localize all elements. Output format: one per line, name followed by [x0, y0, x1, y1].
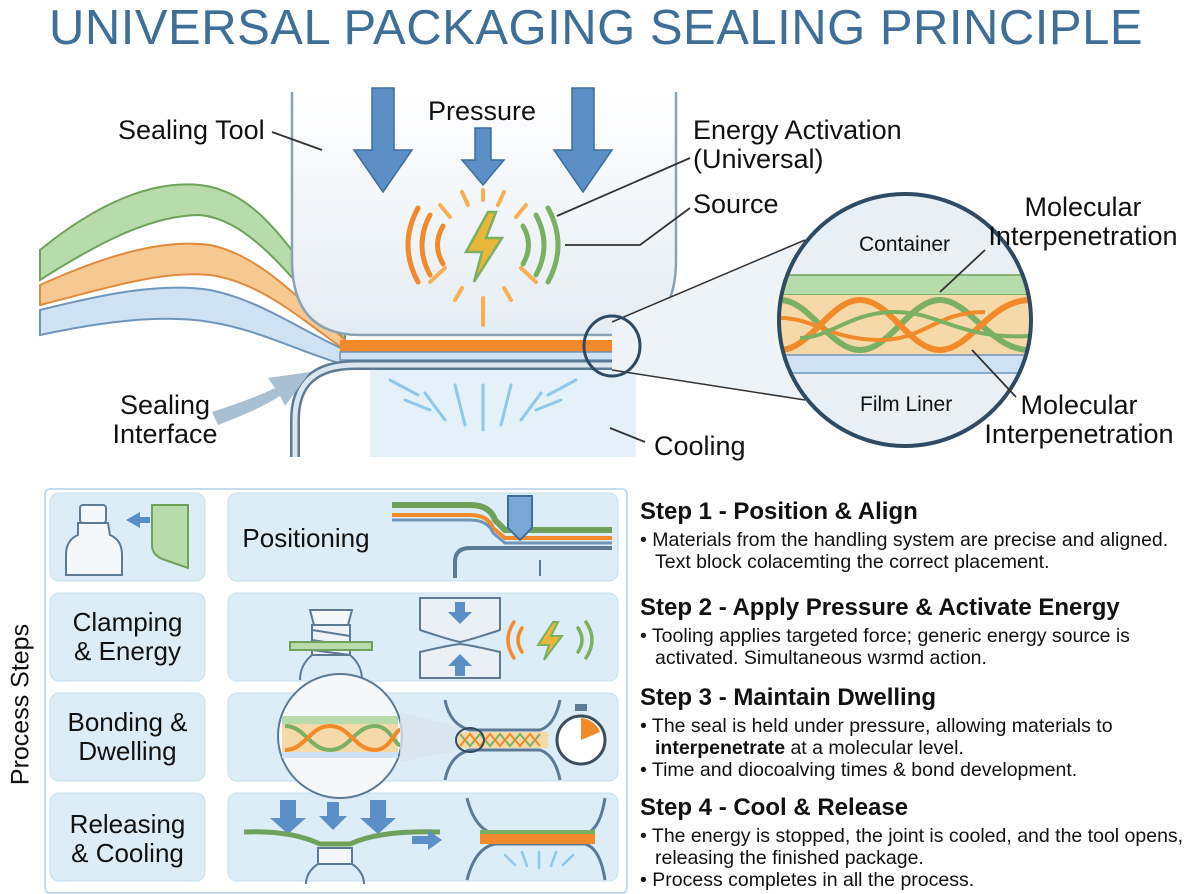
step-1-bullet: • Materials from the handling system are… — [640, 529, 1169, 573]
process-steps-frame — [44, 488, 628, 894]
energy-activation-label: Energy Activation (Universal) — [693, 116, 902, 174]
pressure-label: Pressure — [428, 96, 537, 126]
step-4-bullet-1-text: The energy is stopped, the joint is cool… — [651, 825, 1184, 869]
row-4-title-line1: Releasing — [69, 809, 186, 839]
step-3-body: • The seal is held under pressure, allow… — [640, 715, 1188, 781]
row-2-title-line1: Clamping — [72, 607, 183, 637]
step-4-heading: Step 4 - Cool & Release — [640, 794, 909, 821]
step-2-bullet: • Tooling applies targeted force; generi… — [640, 625, 1130, 669]
film-sheet-icon — [151, 504, 189, 570]
source-label: Source — [693, 189, 779, 219]
step-4-bullet-2: • Process completes in all the process. — [640, 869, 975, 891]
bottle-icon — [65, 504, 123, 576]
row-2-title: Clamping & Energy — [55, 608, 200, 666]
step-3-bullet-1-pre: The seal is held under pressure, allowin… — [651, 715, 1113, 737]
bottle-neck-icon — [289, 609, 373, 681]
page-title: UNIVERSAL PACKAGING SEALING PRINCIPLE — [48, 1, 1144, 55]
leader-lines — [271, 131, 1017, 443]
step-1-body: • Materials from the handling system are… — [640, 529, 1188, 573]
energy-icon — [506, 620, 594, 661]
sealing-interface-arrow — [212, 372, 310, 425]
release-bottle-icon — [243, 829, 441, 885]
row-2-title-line2: & Energy — [74, 636, 181, 666]
energy-activation-line1: Energy Activation — [693, 115, 902, 145]
row-3-title-line1: Bonding & — [67, 707, 188, 737]
step-4-body: • The energy is stopped, the joint is co… — [640, 825, 1188, 891]
molecular-bottom-line1: Molecular — [1020, 390, 1138, 420]
step-4-bullet-2-text: Process completes in all the process. — [652, 869, 975, 891]
cooling-label: Cooling — [654, 431, 746, 461]
step-3-bullet-1: • The seal is held under pressure, allow… — [640, 715, 1113, 759]
zoom-circle — [779, 194, 1031, 446]
energy-activation-line2: (Universal) — [693, 144, 824, 174]
step-3-heading: Step 3 - Maintain Dwelling — [640, 684, 937, 711]
container-label: Container — [859, 233, 951, 256]
positioning-illustration — [392, 495, 612, 578]
clamp-tool-icon — [419, 597, 501, 679]
molecular-interpenetration-bottom-label: Molecular Interpenetration — [984, 391, 1174, 449]
sealing-interface-line1: Sealing — [119, 390, 211, 420]
arrow-right-icon — [412, 830, 442, 850]
process-steps-label: Process Steps — [6, 623, 35, 786]
molecular-bottom-line2: Interpenetration — [984, 419, 1174, 449]
zoom-circle-outline — [777, 192, 1033, 448]
step-3-bullet-1-bold: interpenetrate — [655, 737, 786, 759]
pressure-arrows — [352, 87, 614, 194]
step-4-bullet-1: • The energy is stopped, the joint is co… — [640, 825, 1184, 869]
molecular-interpenetration-top-label: Molecular Interpenetration — [988, 193, 1178, 251]
release-arrows-icon — [270, 800, 396, 834]
step-1-heading: Step 1 - Position & Align — [640, 498, 918, 525]
cooled-seal-icon — [465, 797, 607, 881]
step-1-bullet-text: Materials from the handling system are p… — [652, 529, 1169, 573]
row-1-title-line1: Positioning — [242, 523, 370, 553]
row-3-title-line2: Dwelling — [78, 736, 177, 766]
energy-burst — [405, 188, 561, 327]
step-3-bullet-1-post: at a molecular level. — [785, 737, 964, 759]
step-2-heading: Step 2 - Apply Pressure & Activate Energ… — [640, 594, 1120, 621]
lower-anvil — [290, 360, 720, 457]
molecular-top-line2: Interpenetration — [988, 221, 1178, 251]
sealing-interface-label: Sealing Interface — [104, 391, 226, 449]
zoom-connector — [582, 239, 806, 401]
film-liner-label: Film Liner — [860, 393, 953, 416]
molecular-top-line1: Molecular — [1024, 192, 1142, 222]
step-2-body: • Tooling applies targeted force; generi… — [640, 625, 1188, 669]
step-2-bullet-text: Tooling applies targeted force; generic … — [651, 625, 1130, 669]
step-3-bullet-2: • Time and diocoalving times & bond deve… — [640, 759, 1078, 781]
row-3-title: Bonding & Dwelling — [55, 708, 200, 766]
sealing-interface-line2: Interface — [112, 419, 218, 449]
sealing-tool-label: Sealing Tool — [118, 115, 265, 145]
arrow-left-icon — [126, 512, 150, 528]
row-4-title-line2: & Cooling — [71, 838, 184, 868]
bonding-zoom-icon — [277, 673, 562, 799]
row-4-title: Releasing & Cooling — [55, 810, 200, 868]
step-3-bullet-2-text: Time and diocoalving times & bond develo… — [651, 759, 1078, 781]
row-1-title: Positioning — [236, 524, 376, 553]
stopwatch-icon — [555, 704, 607, 766]
